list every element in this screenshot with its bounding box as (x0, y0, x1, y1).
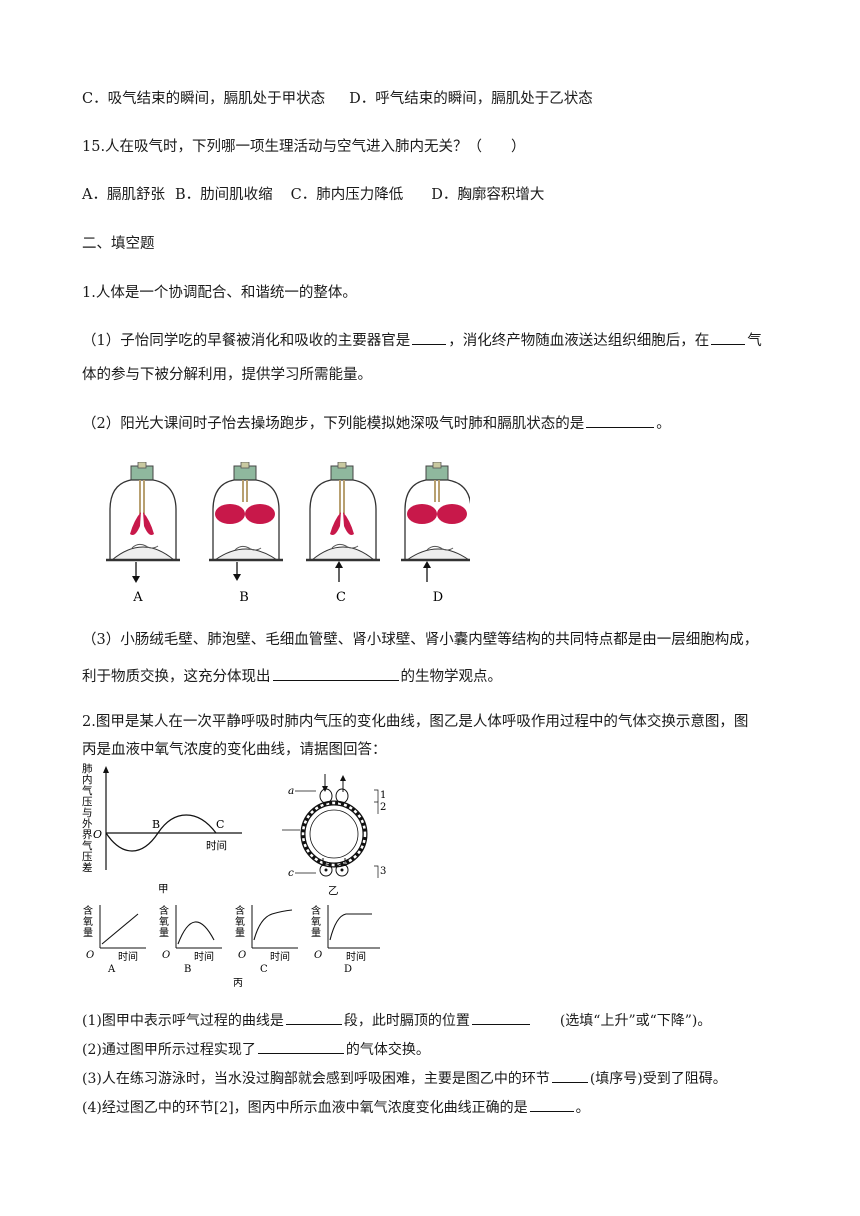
q15-options-row: A．膈肌舒张 B．肋间肌收缩 C．肺内压力降低 D．胸廓容积增大 (82, 185, 544, 205)
q2-sub3: (3)人在练习游泳时，当水没过胸部就会感到呼吸困难，主要是图乙中的环节(填序号)… (82, 1068, 727, 1089)
q1-part1-line2: 体的参与下被分解利用，提供学习所需能量。 (82, 367, 372, 383)
blank-9[interactable] (529, 1097, 574, 1112)
q15-option-c: C．肺内压力降低 (290, 187, 404, 203)
q2-sub4: (4)经过图乙中的环节[2]，图丙中所示血液中氧气浓度变化曲线正确的是。 (82, 1097, 590, 1118)
svg-text:氧: 氧 (83, 915, 93, 928)
jia-point-b: B (152, 818, 160, 831)
svg-text:与: 与 (82, 807, 93, 819)
q15-option-a: A．膈肌舒张 (82, 187, 165, 203)
svg-text:压: 压 (82, 851, 93, 863)
label-a: A (132, 590, 143, 605)
svg-text:量: 量 (159, 927, 169, 939)
svg-text:B: B (184, 964, 191, 975)
svg-text:氧: 氧 (311, 915, 321, 928)
q1-stem: 1.人体是一个协调配合、和谐统一的整体。 (82, 285, 357, 301)
q14-option-c: C．吸气结束的瞬间，膈肌处于甲状态 (82, 91, 326, 107)
q14-options-row: C．吸气结束的瞬间，膈肌处于甲状态 D．呼气结束的瞬间，膈肌处于乙状态 (82, 89, 593, 109)
yi-label-c: c (288, 867, 294, 879)
q1-part3-line2: 利于物质交换，这充分体现出的生物学观点。 (82, 666, 502, 687)
label-d: D (433, 590, 443, 605)
figure-jia: 肺 内 气 压 与 外 界 气 压 差 O B C 时间 甲 (82, 763, 242, 895)
bell-jar-d: D (401, 462, 470, 605)
blank-6[interactable] (471, 1010, 530, 1025)
jia-xlabel: 时间 (206, 839, 227, 852)
label-b: B (239, 590, 249, 605)
q2-sub1: (1)图甲中表示呼气过程的曲线是段，此时膈顶的位置(选填“上升”或“下降”)。 (82, 1010, 711, 1031)
svg-text:时间: 时间 (346, 950, 366, 963)
blank-3[interactable] (586, 413, 655, 428)
blank-2[interactable] (711, 330, 746, 345)
svg-text:含: 含 (83, 904, 93, 917)
svg-text:时间: 时间 (118, 950, 138, 963)
blank-8[interactable] (551, 1068, 588, 1083)
svg-text:气: 气 (82, 839, 93, 852)
svg-text:量: 量 (311, 927, 321, 939)
svg-text:A: A (107, 964, 116, 975)
svg-text:界: 界 (82, 829, 93, 841)
svg-text:D: D (344, 964, 352, 975)
blank-7[interactable] (257, 1039, 344, 1054)
bell-jar-b: B (209, 462, 283, 605)
jia-ylabel: 肺 内 气 压 与 外 界 气 压 差 (82, 763, 93, 874)
yi-caption: 乙 (328, 885, 339, 897)
blank-1[interactable] (412, 330, 447, 345)
section-title: 二、填空题 (82, 236, 155, 252)
yi-label-a: a (288, 785, 294, 797)
svg-text:O: O (238, 950, 246, 961)
yi-step-3: 3 (380, 866, 386, 877)
svg-text:量: 量 (235, 927, 245, 939)
label-c: C (336, 590, 346, 605)
yi-step-1: 1 (380, 790, 386, 801)
q14-option-d: D．呼气结束的瞬间，膈肌处于乙状态 (349, 91, 593, 107)
svg-text:氧: 氧 (235, 915, 245, 928)
svg-text:外: 外 (82, 818, 93, 830)
svg-text:含: 含 (311, 904, 321, 917)
bell-jar-figure: A B C (106, 462, 470, 605)
jia-curve (105, 814, 217, 852)
q15-option-b: B．肋间肌收缩 (174, 187, 273, 203)
svg-text:量: 量 (83, 927, 93, 939)
blank-5[interactable] (285, 1010, 342, 1025)
figure-bing: 含 氧 量 O 时间 A 含 氧 量 O 时间 B 含 氧 量 O 时间 C 含… (83, 904, 380, 989)
bing-panel-a: 含 氧 量 O 时间 A (83, 904, 146, 975)
svg-text:含: 含 (159, 904, 169, 917)
svg-text:气: 气 (82, 784, 93, 797)
svg-text:压: 压 (82, 796, 93, 808)
q2-stem-line2: 丙是血液中氧气浓度的变化曲线，请据图回答： (82, 742, 387, 758)
q15-stem: 15.人在吸气时，下列哪一项生理活动与空气进入肺内无关？（ ） (82, 139, 526, 155)
bing-caption: 丙 (233, 978, 243, 989)
jia-caption: 甲 (158, 883, 169, 895)
svg-text:肺: 肺 (82, 763, 93, 775)
svg-text:O: O (86, 950, 94, 961)
bell-jar-c: C (306, 462, 380, 605)
svg-text:时间: 时间 (270, 950, 290, 963)
yi-step-2: 2 (380, 802, 386, 813)
bing-panel-b: 含 氧 量 O 时间 B (159, 904, 222, 975)
svg-text:氧: 氧 (159, 915, 169, 928)
svg-text:O: O (162, 950, 170, 961)
svg-text:内: 内 (82, 773, 93, 786)
figure-yi: a b c 1 2 3 乙 (282, 774, 386, 897)
q2-sub2: (2)通过图甲所示过程实现了的气体交换。 (82, 1039, 430, 1060)
svg-text:含: 含 (235, 904, 245, 917)
q1-part2: （2）阳光大课间时子怡去操场跑步，下列能模拟她深吸气时肺和膈肌状态的是。 (82, 413, 671, 434)
blank-4[interactable] (272, 666, 399, 681)
svg-text:差: 差 (82, 861, 93, 874)
q1-part1-line1: （1）子怡同学吃的早餐被消化和吸收的主要器官是，消化终产物随血液送达组织细胞后，… (82, 330, 762, 351)
svg-text:时间: 时间 (194, 950, 214, 963)
jia-origin: O (93, 828, 102, 841)
q2-stem-line1: 2.图甲是某人在一次平静呼吸时肺内气压的变化曲线，图乙是人体呼吸作用过程中的气体… (82, 714, 749, 730)
svg-text:O: O (314, 950, 322, 961)
svg-text:C: C (260, 964, 268, 975)
bing-panel-c: 含 氧 量 O 时间 C (235, 904, 298, 975)
jia-point-c: C (216, 818, 224, 831)
q15-option-d: D．胸廓容积增大 (431, 187, 545, 203)
q1-part3-line1: （3）小肠绒毛壁、肺泡壁、毛细血管壁、肾小球壁、肾小囊内壁等结构的共同特点都是由… (82, 632, 759, 648)
bing-panel-d: 含 氧 量 O 时间 D (311, 904, 380, 975)
bell-jar-a: A (106, 462, 180, 605)
